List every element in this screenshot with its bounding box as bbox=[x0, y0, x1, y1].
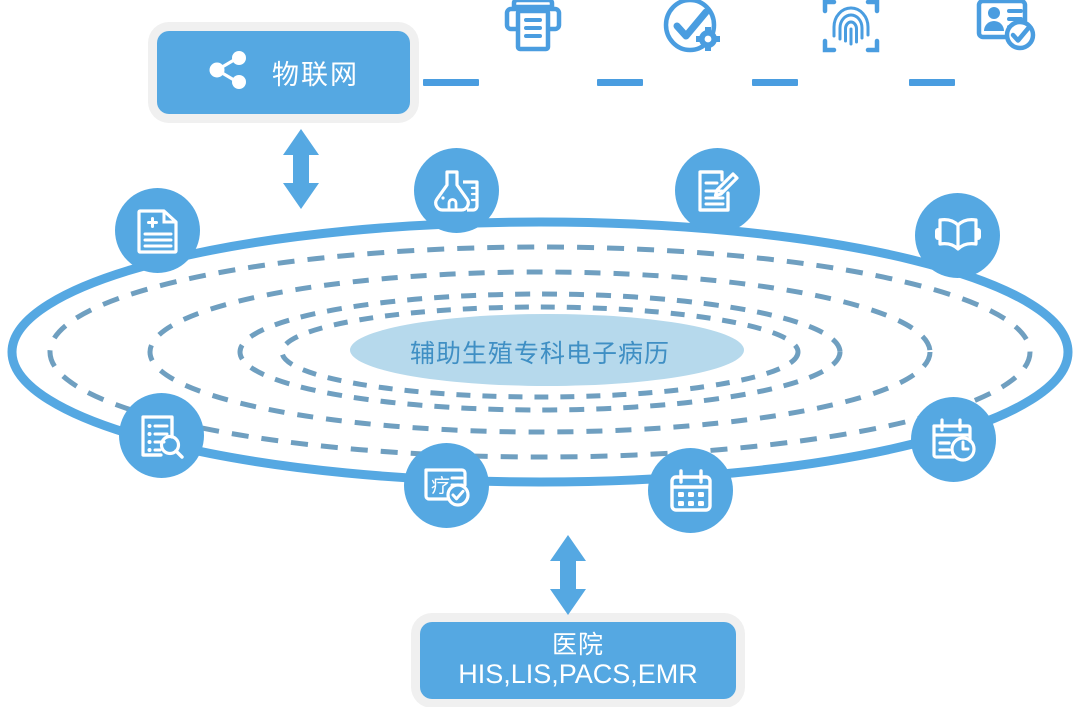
orbit-dashed-ring-4 bbox=[279, 304, 801, 400]
top-dash-4 bbox=[909, 79, 955, 86]
top-dash-3 bbox=[752, 79, 798, 86]
open-book-icon bbox=[934, 216, 982, 256]
medical-record-plus-icon bbox=[136, 208, 180, 254]
orbit-node-medical-record-plus[interactable] bbox=[115, 188, 200, 273]
orbit-node-document-edit[interactable] bbox=[675, 148, 760, 233]
orbit-dashed-ring-1 bbox=[47, 244, 1033, 460]
iot-label: 物联网 bbox=[272, 60, 359, 90]
printer-icon bbox=[503, 0, 563, 57]
share-nodes-icon bbox=[208, 49, 250, 96]
document-edit-icon bbox=[695, 168, 741, 214]
orbit-node-lab-flask[interactable] bbox=[414, 148, 499, 233]
calendar-icon bbox=[668, 468, 714, 513]
top-dash-2 bbox=[597, 79, 643, 86]
fingerprint-scan-icon bbox=[820, 0, 882, 58]
calendar-clock-icon bbox=[929, 417, 979, 463]
center-ellipse bbox=[350, 314, 744, 386]
document-search-icon bbox=[139, 413, 185, 459]
orbit-node-calendar[interactable] bbox=[648, 448, 733, 533]
orbit-dashed-ring-2 bbox=[147, 269, 933, 435]
hospital-label-line1: 医院 bbox=[551, 631, 604, 660]
lab-flask-icon bbox=[432, 168, 482, 214]
double-arrow-vertical-icon-bottom bbox=[546, 534, 590, 621]
orbit-node-calendar-clock[interactable] bbox=[911, 397, 996, 482]
top-dash-1 bbox=[423, 79, 479, 86]
medical-card-check-icon: 疗 bbox=[422, 465, 472, 507]
check-gear-icon bbox=[662, 0, 724, 60]
orbit-dashed-ring-3 bbox=[237, 291, 843, 413]
orbit-solid-ring bbox=[7, 217, 1073, 487]
orbit-node-medical-card-check[interactable]: 疗 bbox=[404, 443, 489, 528]
hospital-card[interactable]: 医院 HIS,LIS,PACS,EMR bbox=[420, 622, 736, 699]
id-card-check-icon bbox=[975, 0, 1039, 59]
hospital-label-line2: HIS,LIS,PACS,EMR bbox=[458, 659, 698, 690]
svg-text:疗: 疗 bbox=[431, 475, 450, 497]
orbit-node-open-book[interactable] bbox=[915, 193, 1000, 278]
iot-card[interactable]: 物联网 bbox=[157, 31, 410, 114]
double-arrow-vertical-icon-top bbox=[279, 128, 323, 215]
orbit-node-document-search[interactable] bbox=[119, 393, 204, 478]
center-label: 辅助生殖专科电子病历 bbox=[409, 340, 670, 368]
